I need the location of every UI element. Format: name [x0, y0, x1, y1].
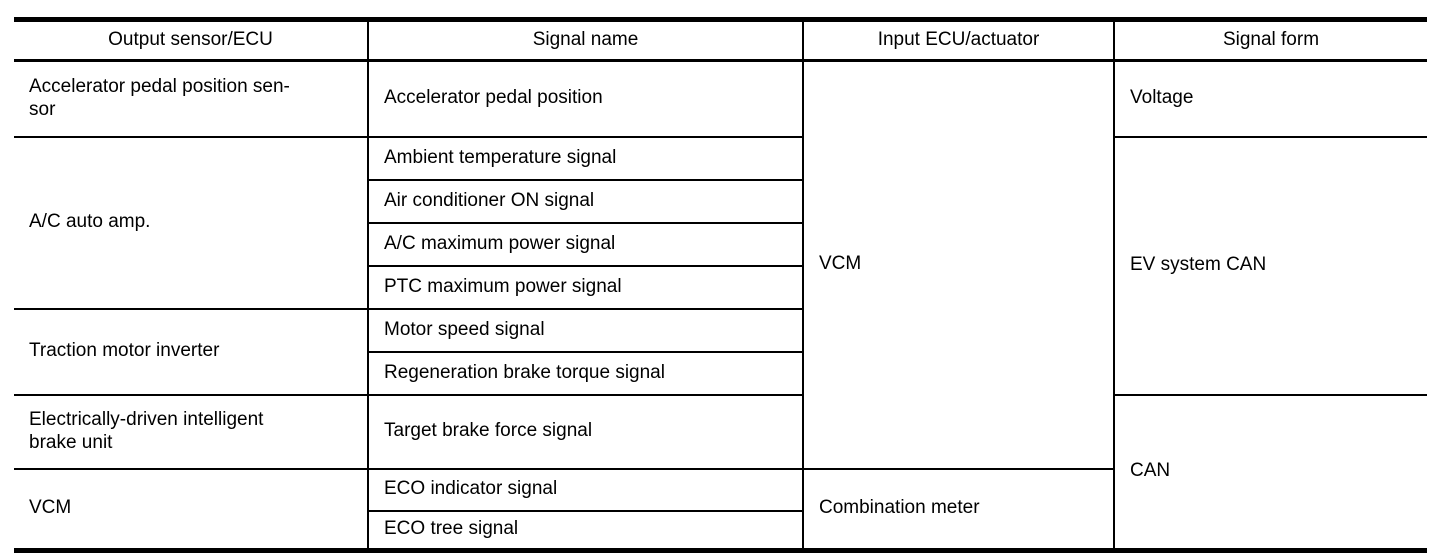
signal-form-cell: Voltage [1113, 59, 1427, 138]
signal-name-cell: Air conditioner ON signal [367, 178, 804, 224]
output-cell: A/C auto amp. [14, 135, 369, 310]
table-row: Electrically-driven intelligent brake un… [14, 393, 1427, 552]
header-input-ecu-actuator: Input ECU/actuator [802, 19, 1115, 62]
signal-name-cell: Ambient temperature signal [367, 135, 804, 181]
table-row: Traction motor inverter Motor speed sign… [14, 307, 1427, 396]
signal-name-cell: A/C maximum power signal [367, 221, 804, 267]
table-row: A/C auto amp. Ambient temperature signal… [14, 135, 1427, 396]
signal-name-cell: Motor speed signal [367, 307, 804, 353]
header-signal-name: Signal name [367, 19, 804, 62]
output-cell: Accelerator pedal position sen- sor [14, 59, 369, 138]
output-cell: Electrically-driven intelligent brake un… [14, 393, 369, 470]
header-output-sensor-ecu: Output sensor/ECU [14, 19, 369, 62]
signal-name-cell: Regeneration brake torque signal [367, 350, 804, 396]
header-row: Output sensor/ECU Signal name Input ECU/… [14, 19, 1427, 62]
signal-name-cell: ECO indicator signal [367, 467, 804, 512]
signals-table: Output sensor/ECU Signal name Input ECU/… [14, 17, 1427, 553]
signal-name-cell: Accelerator pedal position [367, 59, 804, 138]
output-cell: Traction motor inverter [14, 307, 369, 396]
signal-name-cell: PTC maximum power signal [367, 264, 804, 310]
signal-form-cell: EV system CAN [1113, 135, 1427, 396]
table-row: VCM ECO indicator signal Combination met… [14, 467, 1427, 552]
table-row: Regeneration brake torque signal [14, 350, 1427, 396]
signal-form-cell: CAN [1113, 393, 1427, 552]
table-row: Air conditioner ON signal [14, 178, 1427, 224]
input-cell: Combination meter [802, 467, 1115, 552]
table-row: ECO tree signal [14, 509, 1427, 552]
signal-name-cell: Target brake force signal [367, 393, 804, 470]
table-row: A/C maximum power signal [14, 221, 1427, 267]
table-row: PTC maximum power signal [14, 264, 1427, 310]
signal-name-cell: ECO tree signal [367, 509, 804, 552]
input-cell: VCM [802, 59, 1115, 470]
table-row: Accelerator pedal position sen- sor Acce… [14, 59, 1427, 470]
header-signal-form: Signal form [1113, 19, 1427, 62]
output-cell: VCM [14, 467, 369, 552]
